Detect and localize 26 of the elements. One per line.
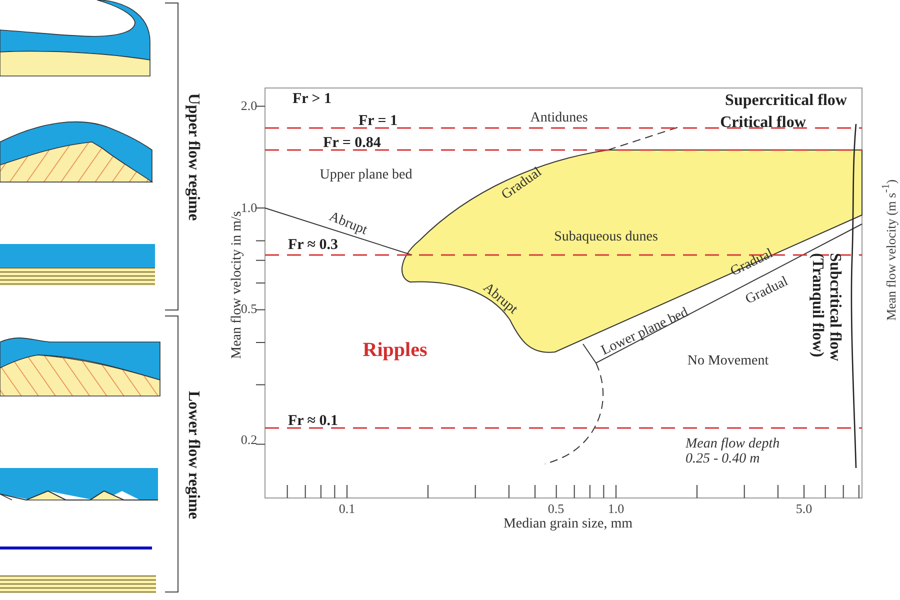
flow-type-label: Critical flow: [720, 114, 806, 132]
axis-title: Median grain size, mm: [503, 516, 633, 532]
boundary-label: Abrupt: [326, 209, 370, 239]
flow-type-label: Subcritical flow (Tranquil flow): [808, 253, 844, 363]
bedform-label: Antidunes: [530, 110, 588, 126]
tick-label: 0.1: [338, 502, 356, 516]
flow-type-label: Supercritical flow: [725, 92, 847, 110]
tick-label: 5.0: [796, 502, 812, 516]
tick-label: 0.5: [240, 302, 258, 316]
note: Mean flow depth 0.25 - 0.40 m: [686, 436, 781, 468]
bedform-label: Upper plane bed: [320, 167, 412, 183]
froude-label: Fr = 0.84: [323, 134, 381, 152]
flow-regime-label: Lower flow regime: [184, 390, 202, 520]
bedform-label: Ripples: [362, 339, 428, 361]
tick-label: 1.0: [608, 502, 624, 516]
froude-label: Fr ≈ 0.3: [288, 236, 338, 254]
bedform-label: No Movement: [687, 353, 769, 369]
froude-label: Fr > 1: [292, 90, 332, 108]
froude-label: Fr = 1: [358, 112, 398, 130]
bedform-label: Subaqueous dunes: [554, 229, 658, 245]
froude-label: Fr ≈ 0.1: [288, 412, 338, 430]
tick-label: 2.0: [240, 98, 258, 114]
tick-label: 0.2: [240, 432, 258, 448]
tick-label: 0.5: [548, 502, 564, 516]
tick-label: 1.0: [240, 200, 258, 215]
flow-regime-label: Upper flow regime: [184, 93, 202, 221]
